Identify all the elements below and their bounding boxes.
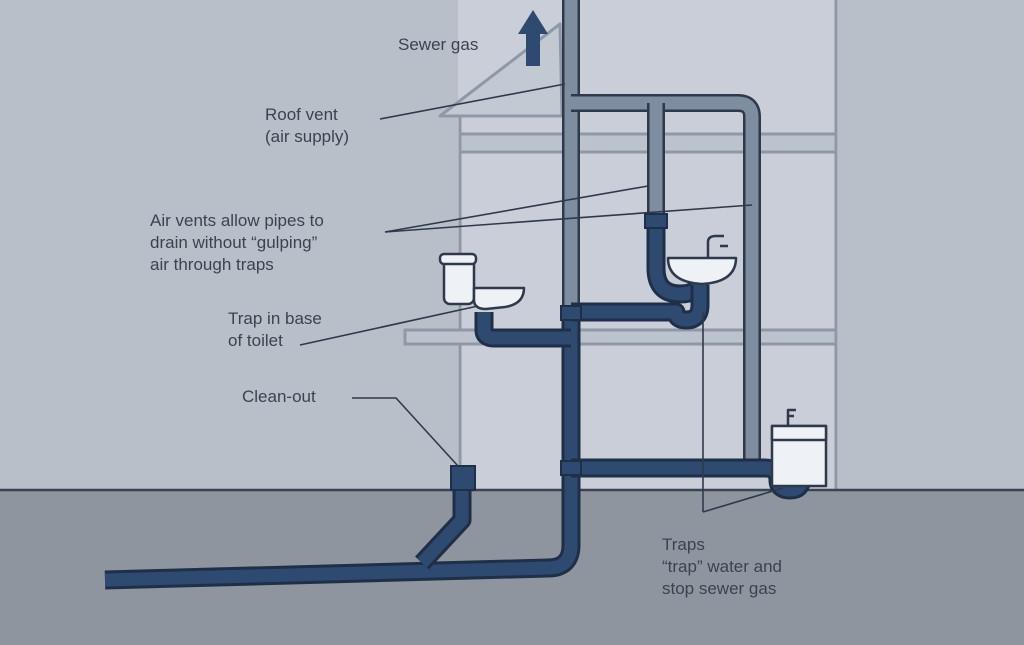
up-arrow-icon — [518, 10, 548, 66]
leader-lines — [299, 83, 784, 513]
stack-coupling-top — [560, 305, 582, 321]
label-traps: Traps “trap” water and stop sewer gas — [662, 535, 782, 598]
toilet-icon — [438, 252, 526, 311]
main-floor — [403, 328, 838, 346]
leader-traps-2 — [702, 487, 784, 513]
washer-icon — [770, 408, 828, 488]
sink-drain — [571, 285, 707, 327]
sink-coupling — [644, 213, 668, 229]
toilet-drain — [477, 312, 571, 345]
leader-air-vents-2 — [384, 204, 753, 233]
label-sewer-gas: Sewer gas — [398, 35, 479, 54]
stack-coupling-bottom — [560, 460, 582, 476]
clean-out-cap — [450, 465, 476, 491]
main-drain — [104, 310, 578, 587]
label-roof-vent: Roof vent (air supply) — [265, 105, 350, 146]
label-air-vents: Air vents allow pipes to drain without “… — [150, 211, 324, 274]
label-clean-out: Clean-out — [242, 387, 316, 406]
clean-out-branch — [417, 478, 469, 568]
leader-toilet-trap — [299, 305, 479, 346]
leader-air-vents-1 — [384, 185, 649, 233]
label-toilet-trap: Trap in base of toilet — [228, 309, 322, 350]
leader-roof-vent — [379, 83, 566, 120]
sink-icon — [666, 234, 738, 286]
leader-clean-out — [352, 397, 459, 467]
